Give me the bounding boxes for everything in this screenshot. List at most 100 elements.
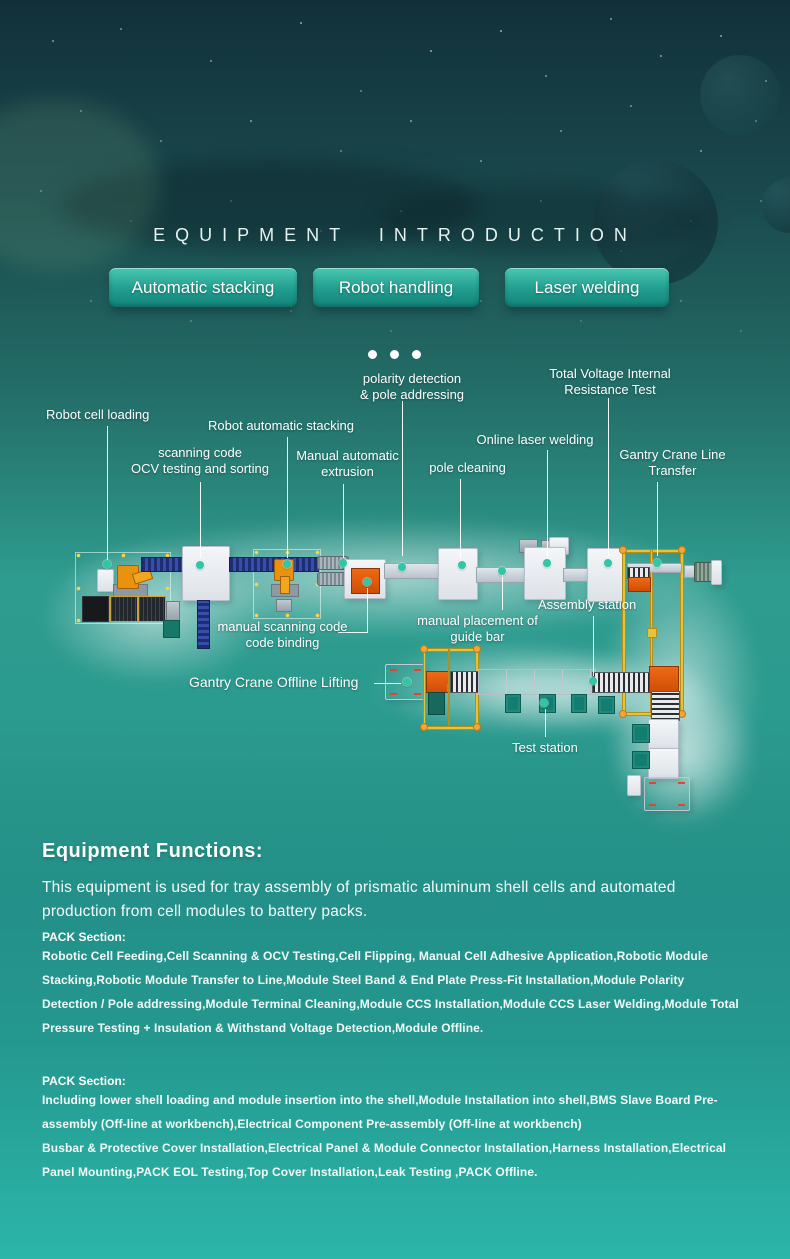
cell-tray	[110, 596, 138, 622]
callout-pole-cleaning: pole cleaning	[429, 460, 506, 475]
callout-robot-automatic-stacking: Robot automatic stacking	[208, 418, 354, 433]
planet-faint	[700, 55, 780, 135]
control-box	[428, 692, 445, 715]
star	[630, 105, 632, 107]
gantry-joint	[473, 723, 481, 731]
test-station-pad	[632, 751, 650, 769]
tab-automatic-stacking[interactable]: Automatic stacking	[109, 268, 297, 307]
chain-conveyor	[141, 557, 185, 572]
functions-intro: This equipment is used for tray assembly…	[42, 879, 676, 920]
pack-section-text: Including lower shell loading and module…	[42, 1093, 727, 1179]
voltage-test-module	[587, 548, 623, 602]
offline-gantry-frame	[423, 648, 426, 730]
test-station-pad	[505, 694, 521, 713]
leader-line	[343, 484, 344, 558]
star	[52, 40, 54, 42]
pack-offline-pallet	[644, 777, 690, 811]
callout-anchor-dot	[283, 560, 291, 568]
laser-welding-module	[524, 547, 566, 600]
star	[430, 50, 432, 52]
star	[230, 200, 232, 202]
callout-anchor-dot	[653, 559, 661, 567]
star	[500, 30, 502, 32]
gantry-joint	[678, 546, 686, 554]
ocv-testing-module	[182, 546, 230, 601]
star	[545, 75, 547, 77]
callout-anchor-dot	[339, 559, 347, 567]
star	[480, 300, 482, 302]
line-end-plate	[711, 560, 722, 585]
offline-gantry-frame	[448, 648, 450, 730]
callout-total-voltage-test: Total Voltage Internal Resistance Test	[549, 366, 671, 397]
carousel-dot-2[interactable]	[390, 350, 399, 359]
cell-pallet-black	[82, 596, 109, 622]
callout-anchor-dot	[398, 563, 406, 571]
star	[250, 120, 252, 122]
carousel-dot-3[interactable]	[412, 350, 421, 359]
leader-line	[107, 426, 108, 560]
star	[90, 300, 92, 302]
chain-conveyor-vertical	[197, 600, 210, 649]
callout-anchor-dot	[363, 578, 371, 586]
callout-manual-placement-guide-bar: manual placement of guide bar	[417, 613, 538, 644]
star	[470, 240, 472, 242]
pole-cleaning-module	[438, 548, 478, 600]
carousel-dot-1[interactable]	[368, 350, 377, 359]
stacking-fixture	[276, 599, 292, 612]
callout-manual-automatic-extrusion: Manual automatic extrusion	[296, 448, 399, 479]
leader-line	[402, 401, 403, 556]
leader-line	[545, 709, 546, 737]
star	[80, 110, 82, 112]
leader-line	[657, 482, 658, 556]
module-section-label: PACK Section:	[42, 930, 126, 944]
leader-line	[460, 479, 461, 558]
star	[320, 230, 322, 232]
callout-scanning-ocv: scanning code OCV testing and sorting	[130, 445, 270, 476]
pack-section-label: PACK Section:	[42, 1074, 126, 1088]
star	[190, 320, 192, 322]
test-station-pad	[598, 696, 615, 714]
transfer-rail	[384, 563, 441, 579]
star	[290, 310, 292, 312]
module-carrier-orange	[628, 577, 651, 592]
scrap-bin	[163, 620, 180, 638]
callout-gantry-offline-lifting: Gantry Crane Offline Lifting	[189, 674, 359, 690]
gantry-joint	[420, 645, 428, 653]
callout-anchor-dot	[543, 559, 551, 567]
star	[680, 300, 682, 302]
page-title: EQUIPMENT INTRODUCTION	[153, 225, 637, 245]
terrain-silhouette	[60, 160, 480, 250]
tab-robot-handling[interactable]: Robot handling	[313, 268, 479, 307]
test-station-pad	[632, 724, 650, 743]
roller-conveyor-vertical	[651, 691, 680, 721]
star	[755, 120, 757, 122]
callout-anchor-dot	[403, 678, 411, 686]
gantry-crane-frame	[680, 549, 684, 717]
leader-line	[547, 450, 548, 556]
gantry-crane-frame	[622, 549, 684, 553]
star	[400, 210, 402, 212]
callout-anchor-dot	[589, 677, 597, 685]
star	[340, 150, 342, 152]
side-cabinet	[627, 775, 641, 796]
leader-line	[200, 482, 201, 558]
leader-line	[374, 683, 401, 684]
tab-laser-welding[interactable]: Laser welding	[505, 268, 669, 307]
planet-large	[593, 160, 718, 285]
star	[660, 55, 662, 57]
star	[610, 18, 612, 20]
functions-heading: Equipment Functions:	[42, 840, 264, 862]
star	[765, 80, 767, 82]
callout-robot-cell-loading: Robot cell loading	[46, 407, 150, 422]
pack-line-conveyor	[478, 669, 596, 695]
roller-conveyor	[450, 671, 479, 693]
callout-online-laser-welding: Online laser welding	[476, 432, 594, 447]
leader-line	[287, 437, 288, 558]
assembly-roller-conveyor	[592, 672, 652, 693]
side-cabinet	[166, 601, 180, 621]
pack-station-module	[648, 748, 679, 779]
gantry-joint	[619, 546, 627, 554]
offline-gantry-frame	[423, 648, 479, 652]
test-station-pad	[571, 694, 587, 713]
